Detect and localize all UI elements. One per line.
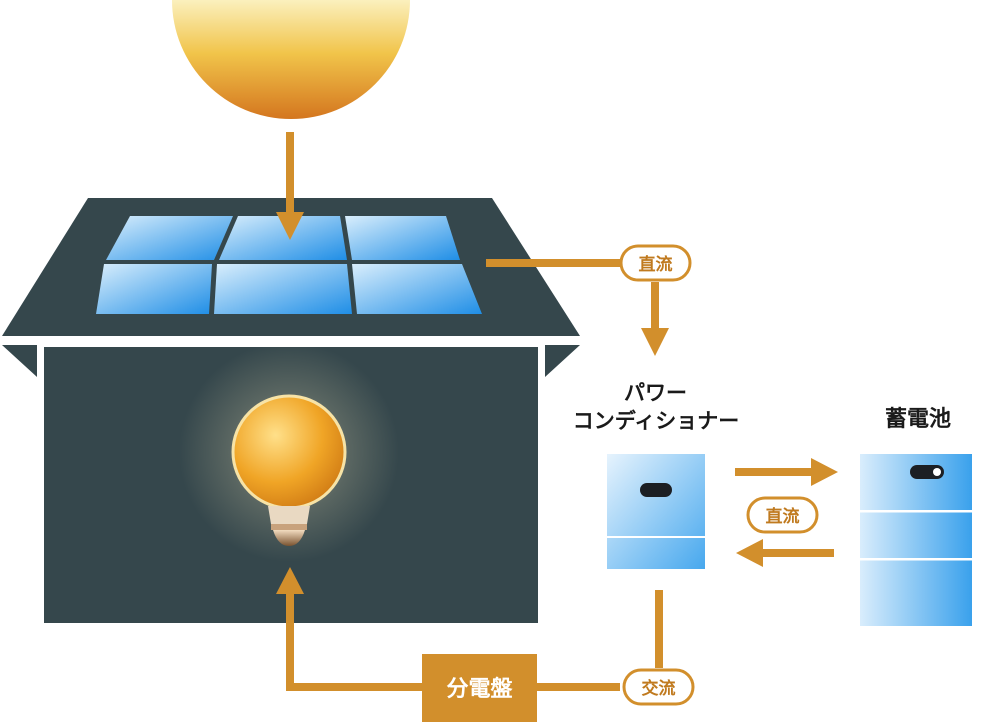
power-conditioner-icon: [607, 454, 705, 569]
svg-text:分電盤: 分電盤: [446, 676, 513, 702]
power-conditioner-label-line1: パワー: [624, 381, 687, 405]
svg-text:直流: 直流: [639, 254, 673, 275]
ac-current-badge: 交流: [622, 668, 695, 706]
flow-lines: [276, 132, 838, 691]
roof-eave-right: [545, 345, 580, 377]
distribution-board: 分電盤: [422, 654, 537, 722]
sun-icon: [172, 0, 410, 119]
power-conditioner-label-line2: コンディショナー: [573, 409, 740, 433]
dc-current-badge-top: 直流: [619, 244, 692, 282]
battery-icon: [860, 454, 972, 626]
roof-eave-left: [2, 345, 37, 377]
battery-label: 蓄電池: [885, 407, 951, 432]
light-bulb-icon: [231, 394, 347, 546]
svg-text:直流: 直流: [766, 506, 800, 527]
dc-current-badge-middle: 直流: [746, 496, 819, 534]
solar-panel-icon: [96, 216, 482, 314]
svg-text:交流: 交流: [642, 678, 676, 699]
